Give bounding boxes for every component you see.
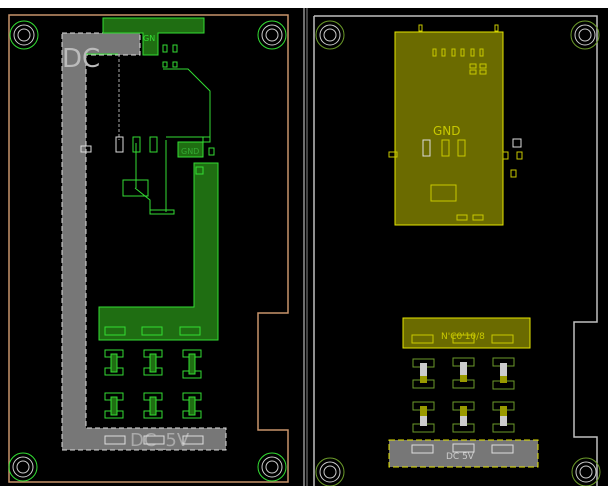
pad bbox=[104, 326, 126, 336]
mounting-hole bbox=[9, 20, 39, 50]
mounting-holes-left bbox=[8, 20, 287, 482]
mounting-holes-right bbox=[315, 20, 601, 486]
top-strip bbox=[0, 0, 608, 8]
pad bbox=[141, 326, 163, 336]
gnd-net-label: GN bbox=[143, 34, 155, 43]
pad bbox=[182, 435, 204, 445]
power-copper-pour[interactable] bbox=[98, 162, 219, 341]
mounting-hole bbox=[315, 20, 345, 50]
resistor-array-bottom bbox=[412, 357, 515, 433]
traces bbox=[80, 44, 215, 215]
mounting-hole bbox=[315, 457, 345, 486]
dc-5v-copper-pour[interactable] bbox=[61, 32, 227, 451]
dc-net-label: DC bbox=[62, 44, 100, 74]
pad bbox=[143, 435, 165, 445]
ntc-pads bbox=[411, 334, 514, 344]
ntc-label: N'C0'10/8 bbox=[441, 332, 485, 342]
mounting-hole bbox=[257, 20, 287, 50]
mounting-hole bbox=[570, 20, 600, 50]
left-top-layer-view[interactable]: DC DC_5V GN bbox=[8, 14, 289, 483]
dc-5v-net-label: DC_5V bbox=[130, 430, 190, 451]
gnd-small-label: GND bbox=[181, 147, 199, 156]
dc-pads bbox=[411, 443, 514, 454]
right-bottom-layer-view[interactable]: GND N'C0'10/8 bbox=[313, 15, 601, 486]
gnd-small-pour[interactable] bbox=[177, 141, 204, 158]
resistor-bodies bbox=[110, 353, 196, 416]
mounting-hole bbox=[8, 452, 38, 482]
board-outline bbox=[8, 14, 289, 483]
pad bbox=[104, 435, 126, 445]
gnd-net-label: GND bbox=[433, 124, 461, 138]
pads-bottom bbox=[388, 24, 523, 221]
pad-group-upper bbox=[104, 326, 204, 445]
board-outline bbox=[313, 15, 598, 486]
gnd-copper-pour-top[interactable] bbox=[102, 17, 205, 56]
pad bbox=[179, 326, 201, 336]
mounting-hole bbox=[571, 457, 601, 486]
mounting-hole bbox=[257, 452, 287, 482]
dc-5v-label: DC 5V bbox=[446, 452, 475, 462]
